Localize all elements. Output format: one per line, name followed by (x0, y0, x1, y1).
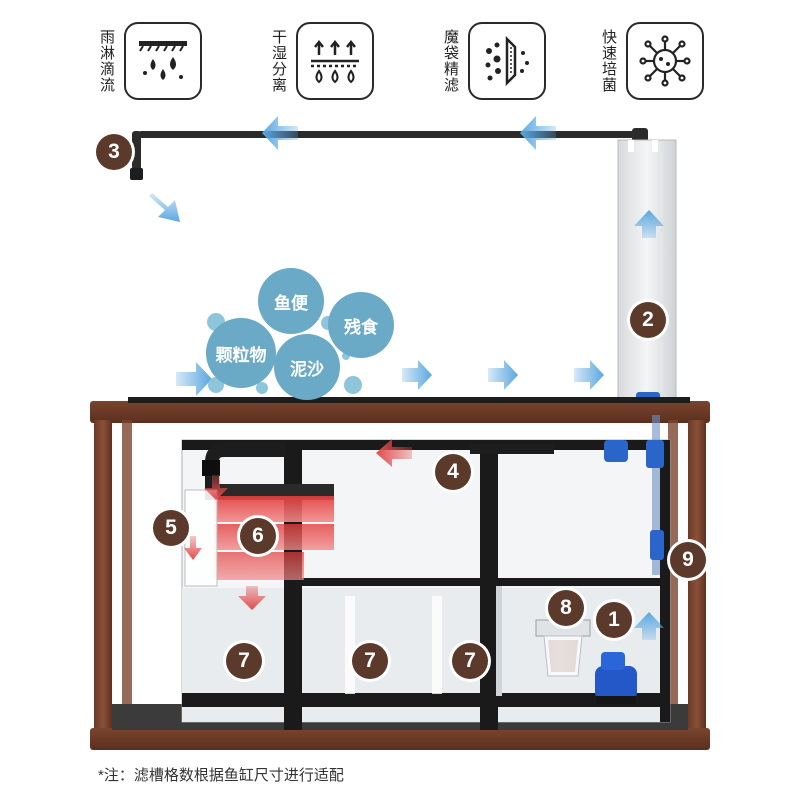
badge-step-9: 9 (670, 542, 706, 578)
bubble-dot (344, 376, 362, 394)
drip-pipe (130, 128, 648, 180)
badge-step-1: 1 (596, 602, 632, 638)
badge-step-7c: 7 (452, 643, 488, 679)
cabinet-top (90, 401, 710, 423)
badge-step-6: 6 (240, 518, 276, 554)
badge-step-4: 4 (435, 454, 471, 490)
bubble-fish-waste: 鱼便 (258, 268, 324, 334)
badge-step-5: 5 (153, 510, 189, 546)
bubble-particles: 颗粒物 (206, 318, 276, 388)
wet-dry-tower (618, 140, 676, 406)
badge-step-7b: 7 (352, 643, 388, 679)
badge-step-3: 3 (96, 134, 132, 170)
badge-step-8: 8 (548, 590, 584, 626)
footnote: *注：滤槽格数根据鱼缸尺寸进行适配 (98, 764, 344, 785)
bubble-dot (256, 382, 268, 394)
badge-step-7a: 7 (226, 643, 262, 679)
bubble-sediment: 泥沙 (274, 334, 340, 400)
badge-step-2: 2 (630, 302, 666, 338)
bubble-leftover-food: 残食 (328, 292, 394, 358)
